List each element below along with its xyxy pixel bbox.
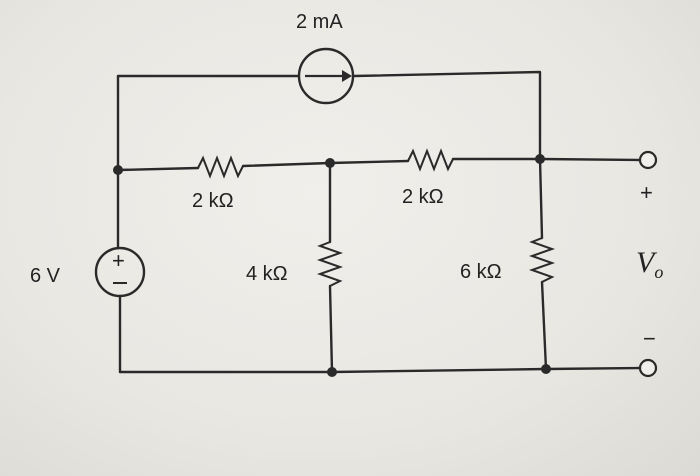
resistor-mid (316, 241, 344, 287)
r-right-label: 6 kΩ (460, 261, 502, 283)
output-minus-label: − (643, 326, 656, 351)
r-top-right-label: 2 kΩ (402, 186, 444, 208)
current-source-label: 2 mA (296, 11, 343, 33)
output-voltage-subscript: o (654, 262, 663, 282)
r-mid-label: 4 kΩ (246, 263, 288, 285)
current-arrow-head-icon (342, 70, 352, 82)
wire-middle-right (451, 157, 642, 162)
wire-mid-vertical-lower (328, 284, 334, 374)
voltage-source-plus: + (112, 248, 125, 273)
voltage-source-label: 6 V (30, 265, 61, 287)
output-terminal-top (638, 150, 658, 170)
wire-right-vertical-lower (540, 280, 548, 371)
output-plus-label: + (640, 180, 653, 205)
junction-node-mid-top (325, 158, 335, 168)
output-terminal-bottom (638, 358, 658, 378)
junction-node-left (113, 165, 123, 175)
junction-node-right-top (535, 154, 545, 164)
resistor-right (528, 237, 556, 283)
wire-top-branch (116, 70, 542, 172)
wire-right-vertical-upper (538, 157, 544, 240)
wire-middle-left (116, 166, 200, 172)
resistor-top-left (197, 155, 244, 179)
junction-node-right-bottom (541, 364, 551, 374)
output-voltage-label: Vo (636, 246, 663, 282)
junction-node-mid-bottom (327, 367, 337, 377)
wire-bottom (118, 366, 642, 374)
output-voltage-main: V (636, 246, 658, 279)
voltage-source: + (94, 246, 146, 298)
resistor-top-right (407, 148, 454, 172)
r-top-left-label: 2 kΩ (192, 190, 234, 212)
current-source (297, 47, 355, 105)
